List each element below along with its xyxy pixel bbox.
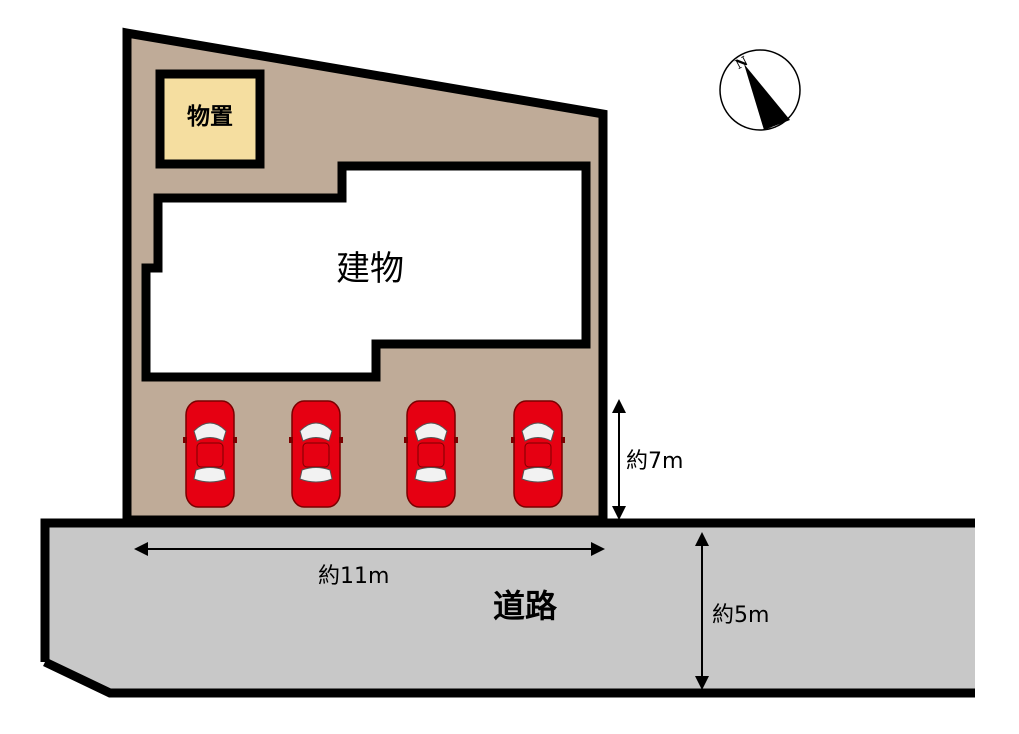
building: [141, 161, 591, 382]
parked-car-icon: [183, 400, 237, 508]
parking-spaces: [183, 400, 565, 508]
parked-car-icon: [404, 400, 458, 508]
parked-car-icon: [289, 400, 343, 508]
parked-car-icon: [511, 400, 565, 508]
lot-width-label: 約11m: [318, 564, 390, 589]
storage-shed: [155, 69, 265, 169]
road-area: [45, 523, 975, 693]
building-label: 建物: [336, 249, 404, 289]
storage-label: 物置: [187, 104, 233, 130]
road-width-label: 約5m: [712, 603, 770, 628]
north-compass-icon: [719, 49, 801, 131]
lot-depth-label: 約7m: [626, 449, 684, 474]
road-label: 道路: [492, 587, 557, 625]
road-edge-bottom: [43, 657, 975, 698]
road-edge-top: [40, 518, 975, 662]
dimension-road-width: [695, 532, 709, 690]
dimension-lot-depth: [612, 399, 626, 520]
dimension-lot-width: [134, 542, 605, 556]
